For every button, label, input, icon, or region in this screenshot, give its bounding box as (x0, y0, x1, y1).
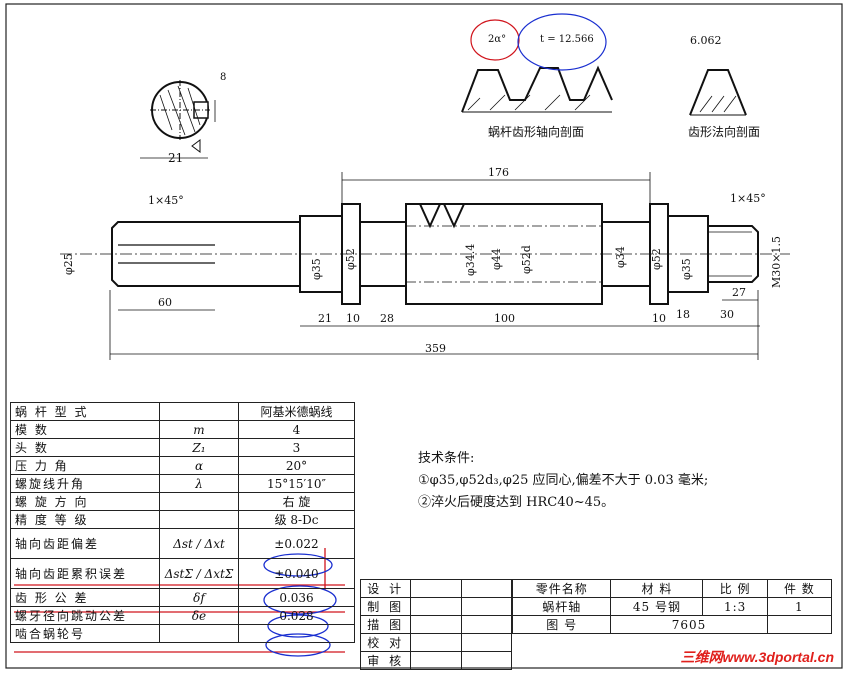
dim-359: 359 (425, 342, 446, 355)
table-row: 啮合蜗轮号 (10, 624, 355, 643)
cross-section-dim-21: 21 (168, 151, 183, 165)
table-row: 精 度 等 级级 8-Dc (10, 510, 355, 529)
table-row: 螺 旋 方 向右 旋 (10, 492, 355, 511)
title-block: 零件名称 材 料 比 例 件 数 蜗杆轴 45 号钢 1:3 1 图 号 760… (511, 579, 833, 634)
title-header-row: 零件名称 材 料 比 例 件 数 (511, 579, 833, 598)
red-circle-annotation (470, 19, 520, 61)
chamfer-right: 1×45° (730, 192, 766, 205)
dim-176: 176 (488, 166, 509, 179)
dia-25: φ25 (62, 253, 75, 275)
dia-52d: φ52d (520, 245, 533, 274)
blue-circle-annotation (517, 13, 607, 71)
tooth-axial-section-view: 2α° t = 12.566 蜗杆齿形轴向剖面 (461, 13, 613, 139)
dim-10-right: 10 (652, 312, 666, 325)
cross-section-view: 21 8 (140, 72, 226, 165)
dia-52-left: φ52 (344, 248, 357, 270)
requirement-item-2: ②淬火后硬度达到 HRC40~45。 (418, 495, 615, 510)
table-row: 审 核 (359, 651, 513, 670)
requirements-heading: 技术条件: (418, 451, 475, 466)
dim-10-left: 10 (346, 312, 360, 325)
spec-header-value: 阿基米德蜗线 (238, 402, 355, 421)
shaft-dimension-texts: 176 359 60 21 10 28 100 10 18 30 27 1×45… (62, 166, 783, 355)
dia-34-4: φ34.4 (464, 244, 477, 276)
chamfer-left: 1×45° (148, 194, 184, 207)
technical-requirements: 技术条件: ①φ35,φ52d₃,φ25 应同心,偏差不大于 0.03 毫米; … (418, 448, 708, 514)
dim-28: 28 (380, 312, 394, 325)
requirement-item-1: ①φ35,φ52d₃,φ25 应同心,偏差不大于 0.03 毫米; (418, 473, 709, 488)
shaft-dimensions (109, 172, 760, 360)
dia-35-right: φ35 (680, 258, 693, 280)
tooth-normal-dim: 6.062 (690, 34, 722, 47)
watermark-text: 三维网www.3dportal.cn (680, 649, 835, 665)
worm-shaft-main-view (60, 203, 790, 305)
spec-header-label: 蜗 杆 型 式 (10, 402, 160, 421)
cross-section-dim-8: 8 (220, 72, 226, 83)
sign-block: 设 计 制 图 描 图 校 对 审 核 (359, 579, 513, 670)
tooth-axial-caption: 蜗杆齿形轴向剖面 (488, 124, 584, 139)
dia-34: φ34 (614, 246, 627, 268)
tooth-angle-dim: 2α° (488, 34, 506, 45)
table-row: 校 对 (359, 633, 513, 652)
tooth-normal-caption: 齿形法向剖面 (688, 124, 760, 139)
tooth-normal-section-view: 6.062 齿形法向剖面 (688, 34, 760, 139)
dim-100: 100 (494, 312, 515, 325)
dia-52-right: φ52 (650, 248, 663, 270)
title-drawing-no-row: 图 号 7605 (511, 615, 833, 634)
table-row: 制 图 (359, 597, 513, 616)
dim-60: 60 (158, 296, 172, 309)
dia-35-left: φ35 (310, 258, 323, 280)
dim-21: 21 (318, 312, 332, 325)
thread-m30: M30×1.5 (770, 236, 783, 288)
spec-header-row: 蜗 杆 型 式 阿基米德蜗线 (10, 402, 355, 421)
dim-27: 27 (732, 286, 746, 299)
dia-44: φ44 (490, 248, 503, 270)
title-value-row: 蜗杆轴 45 号钢 1:3 1 (511, 597, 833, 616)
tooth-pitch-dim: t = 12.566 (540, 34, 594, 45)
dim-18: 18 (676, 308, 690, 321)
dim-30: 30 (720, 308, 734, 321)
table-row: 设 计 (359, 579, 513, 598)
table-row: 描 图 (359, 615, 513, 634)
